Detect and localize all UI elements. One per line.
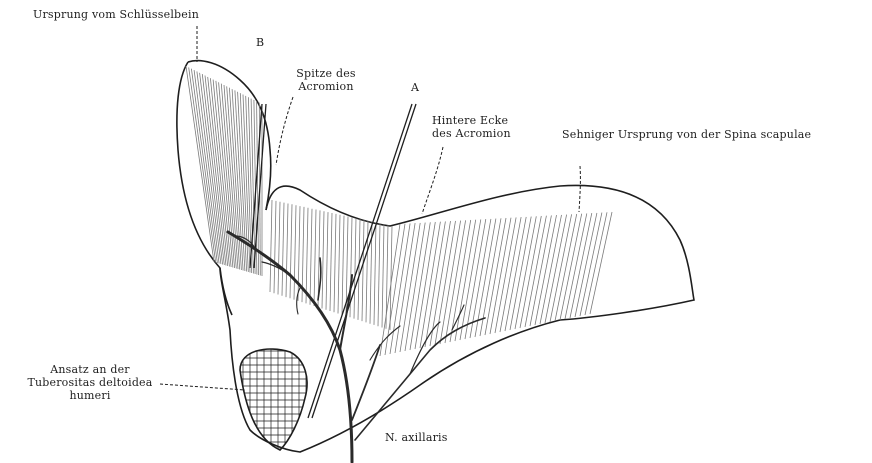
- label-insertion-line1: Ansatz an der: [20, 363, 160, 376]
- muscle-fibre: [314, 210, 316, 306]
- label-marker-a: A: [411, 81, 419, 94]
- muscle-fibre: [362, 220, 364, 321]
- muscle-fibre: [378, 223, 380, 326]
- muscle-fibre: [274, 201, 276, 293]
- muscle-fibre: [286, 204, 288, 298]
- muscle-fibre: [278, 202, 280, 295]
- muscle-fibre: [294, 205, 296, 299]
- muscle-fibre: [270, 200, 272, 292]
- muscle-fibre: [395, 223, 415, 353]
- label-origin-clavicle: Ursprung vom Schlüsselbein: [33, 8, 199, 21]
- muscle-fibre: [290, 204, 292, 298]
- probe-a: [308, 104, 416, 418]
- label-insertion-line2: Tuberositas deltoidea: [20, 376, 160, 389]
- muscle-fibre: [405, 223, 425, 351]
- muscle-fibre: [216, 81, 233, 268]
- muscle-fibre: [585, 212, 607, 315]
- muscle-fibre: [580, 213, 602, 316]
- label-posterior-corner: Hintere Ecke des Acromion: [432, 114, 511, 140]
- muscle-fibre: [326, 212, 328, 310]
- leader-lines: [160, 26, 580, 390]
- muscle-fibre: [390, 223, 410, 354]
- muscle-fibre: [306, 208, 308, 304]
- muscle-fibre: [330, 213, 332, 311]
- muscle-fibre: [400, 223, 420, 352]
- muscle-fibre: [354, 218, 356, 318]
- leader-spina: [579, 166, 580, 212]
- muscle-fibre: [191, 69, 217, 263]
- leader-insertion: [160, 384, 245, 390]
- leader-posterior-corner: [422, 147, 443, 214]
- label-posterior-corner-line1: Hintere Ecke: [432, 114, 511, 127]
- axillary-nerve: [228, 232, 485, 462]
- leader-acromion-tip: [276, 97, 293, 165]
- muscle-fibre: [282, 203, 284, 296]
- muscle-fibre: [310, 209, 312, 305]
- spinal-fibres: [380, 212, 612, 356]
- label-acromion-tip-line2: Acromion: [296, 80, 356, 93]
- muscle-fibre: [382, 224, 384, 327]
- muscle-fibre: [358, 219, 360, 320]
- muscle-fibre: [342, 216, 344, 315]
- muscle-fibre: [570, 213, 592, 318]
- muscle-fibre: [202, 74, 224, 265]
- muscle-fibre: [334, 214, 336, 312]
- label-origin-spina: Sehniger Ursprung von der Spina scapulae: [562, 128, 811, 141]
- muscle-fibre: [590, 212, 612, 314]
- muscle-fibre: [374, 223, 376, 325]
- muscle-fibre: [322, 211, 324, 308]
- label-marker-b: B: [256, 36, 264, 49]
- label-posterior-corner-line2: des Acromion: [432, 127, 511, 140]
- label-axillary-nerve: N. axillaris: [385, 431, 448, 444]
- insertion-area: [236, 340, 312, 455]
- muscle-fibre: [238, 92, 247, 272]
- label-acromion-tip-line1: Spitze des: [296, 67, 356, 80]
- label-insertion-line3: humeri: [20, 389, 160, 402]
- label-acromion-tip: Spitze des Acromion: [296, 67, 356, 93]
- muscle-fibre: [338, 215, 340, 314]
- label-insertion: Ansatz an der Tuberositas deltoidea hume…: [20, 363, 160, 402]
